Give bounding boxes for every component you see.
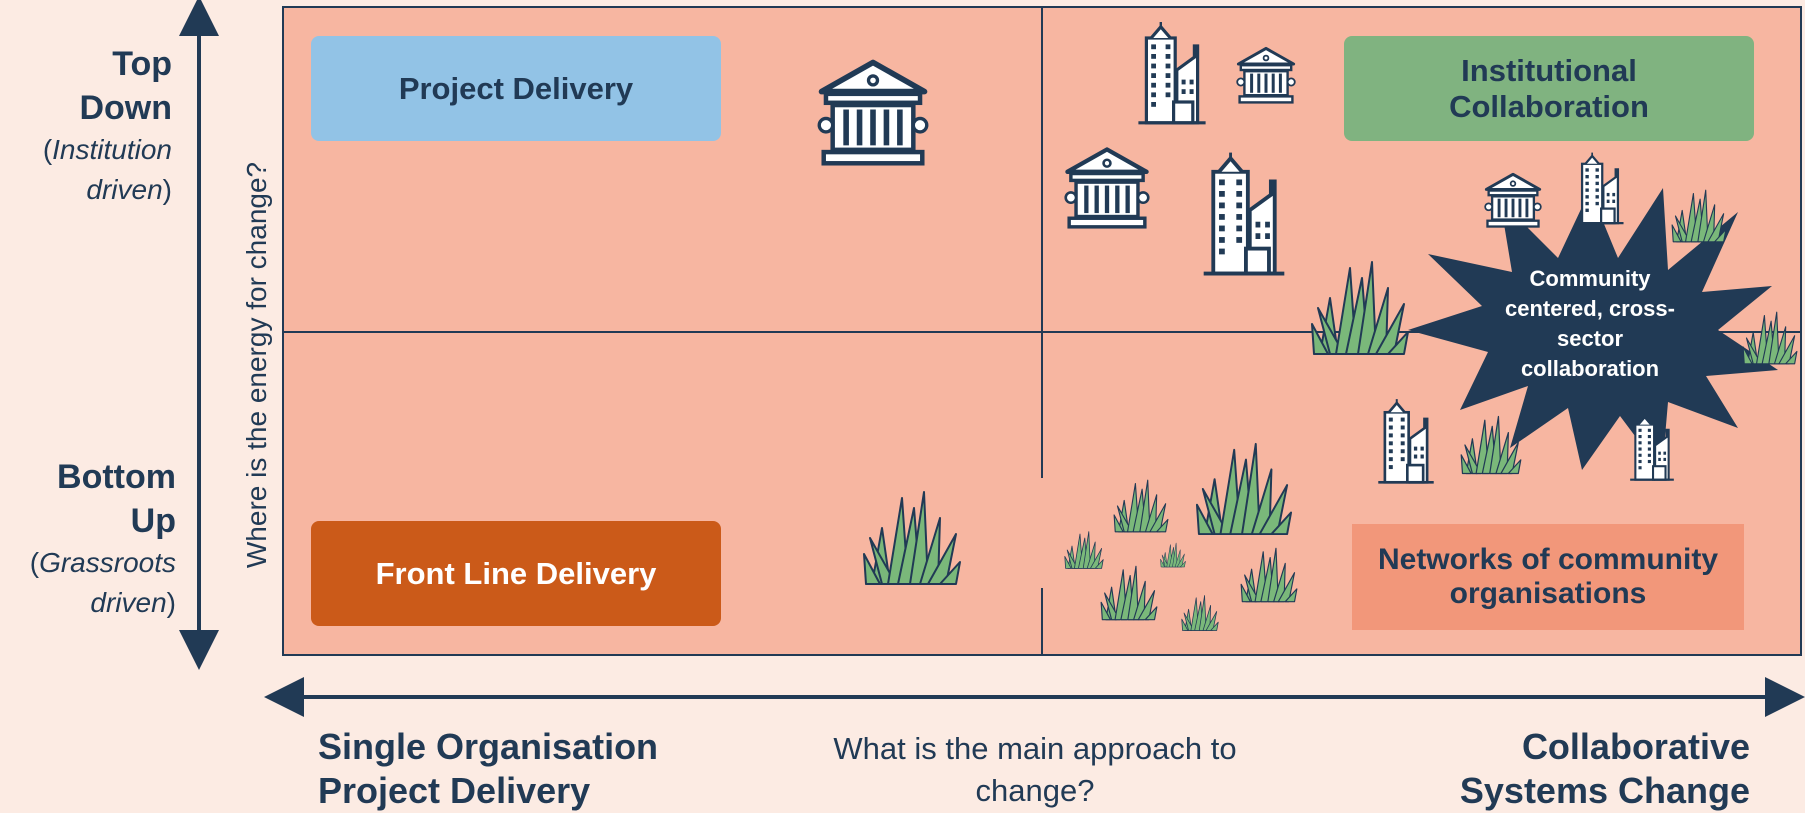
bottom-up-subtitle: (Grassroots driven) <box>29 547 176 618</box>
grass-icon <box>1310 258 1410 358</box>
bank-icon <box>816 58 930 170</box>
grass-icon <box>1194 440 1294 538</box>
bottom-up-title: Bottom Up <box>57 458 176 540</box>
skyscraper-icon <box>1132 18 1212 130</box>
grass-icon <box>1064 530 1104 570</box>
bank-icon <box>1236 46 1296 106</box>
y-axis-top-label: Top Down (Institution driven) <box>0 42 172 210</box>
skyscraper-icon <box>1196 146 1292 284</box>
grass-icon <box>1112 478 1170 534</box>
bank-icon <box>1063 146 1151 232</box>
institutional-collaboration-box: Institutional Collaboration <box>1344 36 1754 141</box>
grass-icon <box>1460 414 1522 476</box>
grass-icon <box>862 488 962 588</box>
skyscraper-icon <box>1626 412 1678 484</box>
skyscraper-icon <box>1373 394 1439 490</box>
grass-icon <box>1742 310 1798 366</box>
top-down-subtitle: (Institution driven) <box>42 134 172 205</box>
grass-icon <box>1180 594 1220 632</box>
top-down-title: Top Down <box>79 45 172 127</box>
bank-icon <box>1484 172 1542 230</box>
project-delivery-box: Project Delivery <box>311 36 721 141</box>
starburst-shape <box>1408 188 1778 472</box>
networks-box: Networks of community organisations <box>1352 524 1744 630</box>
x-axis-left-label: Single Organisation Project Delivery <box>318 726 659 811</box>
x-axis-right-label: Collaborative Systems Change <box>1459 726 1750 811</box>
grass-icon <box>1100 564 1158 622</box>
skyscraper-icon <box>1572 150 1628 228</box>
grass-icon <box>1670 188 1728 244</box>
x-axis-question: What is the main approach to change? <box>833 731 1237 808</box>
starburst-label: Community centered, cross-sector collabo… <box>1505 266 1675 381</box>
grass-icon <box>1160 542 1186 568</box>
grass-icon <box>1240 546 1298 604</box>
front-line-delivery-box: Front Line Delivery <box>311 521 721 626</box>
y-axis-bottom-label: Bottom Up (Grassroots driven) <box>0 455 176 623</box>
